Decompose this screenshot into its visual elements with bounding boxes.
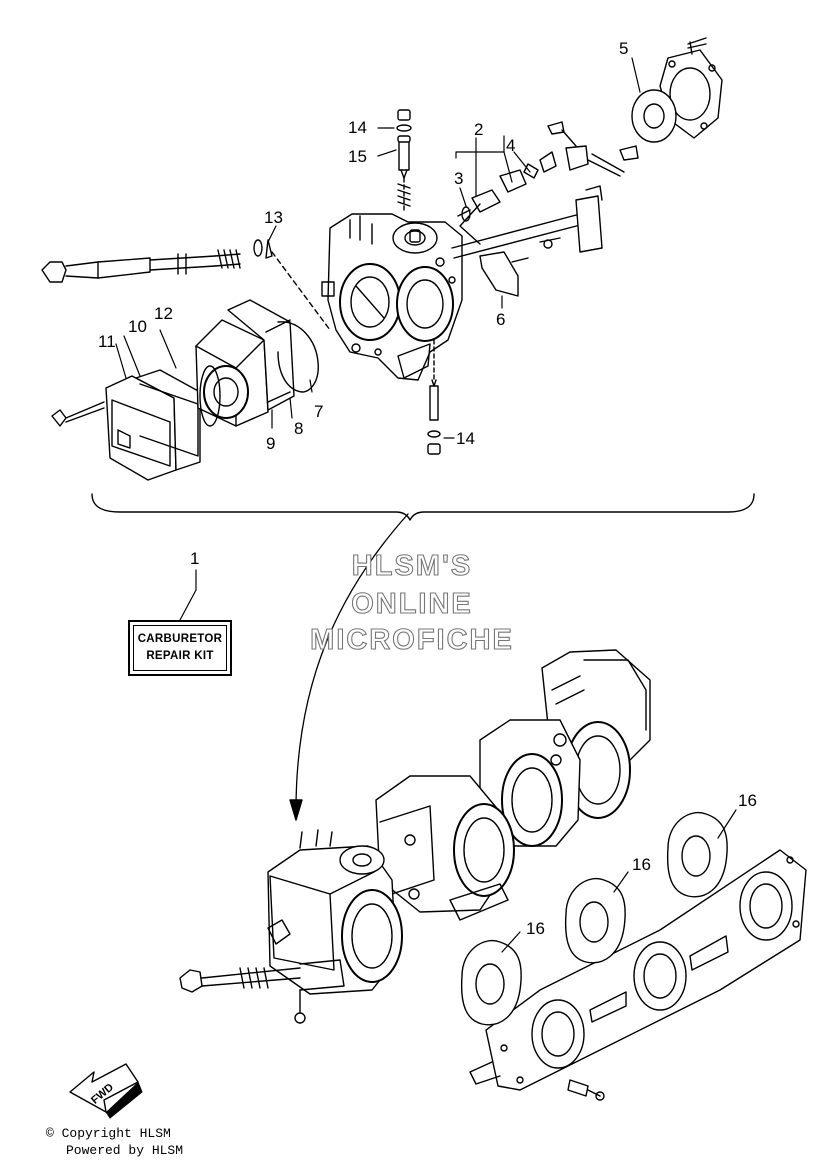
carburetor-repair-kit-label: CARBURETOR REPAIR KIT (128, 620, 232, 676)
diaphragm-cover (539, 37, 723, 177)
lower-needle-valve (427, 339, 441, 455)
watermark-line-1: HLSM'S (351, 549, 473, 582)
watermark-line-3: MICROFICHE (310, 623, 514, 656)
intake-manifold (469, 849, 807, 1101)
powered-by-text: Powered by HLSM (66, 1143, 184, 1158)
callout-6: 6 (496, 310, 506, 329)
fwd-arrow-icon (69, 1063, 143, 1119)
callout-4: 4 (506, 136, 516, 155)
group-brace (91, 493, 755, 521)
callout-16-middle: 16 (632, 855, 651, 874)
gaskets (460, 812, 728, 1026)
watermark-line-2: ONLINE (351, 587, 473, 620)
main-jet-parts (457, 163, 539, 245)
callout-16-right: 16 (738, 791, 757, 810)
callout-15: 15 (348, 147, 367, 166)
callout-7: 7 (314, 402, 324, 421)
callout-12: 12 (154, 304, 173, 323)
callout-14-bottom: 14 (456, 429, 475, 448)
fuel-pump-stack (51, 299, 319, 481)
carburetor-assembly (179, 649, 651, 1024)
callout-16-left: 16 (526, 919, 545, 938)
callout-11: 11 (98, 332, 116, 351)
callout-10: 10 (128, 317, 147, 336)
copyright-text: © Copyright HLSM (46, 1126, 171, 1141)
callout-2: 2 (474, 120, 484, 139)
callout-5: 5 (619, 39, 629, 58)
forward-direction-indicator: FWD (66, 1062, 146, 1122)
leader-lines (115, 57, 737, 953)
callout-14-top: 14 (348, 118, 367, 137)
kit-label-line-2: REPAIR KIT (146, 650, 214, 662)
callout-8: 8 (294, 419, 304, 438)
needle-valve (396, 109, 412, 213)
callout-9: 9 (266, 434, 276, 453)
kit-label-line-1: CARBURETOR (137, 633, 223, 645)
throttle-shaft (451, 185, 603, 297)
assembly-arrow (295, 513, 409, 811)
carburetor-body (321, 213, 463, 381)
throttle-stop-screw (41, 239, 331, 331)
callout-3: 3 (454, 169, 464, 188)
callout-13: 13 (264, 208, 283, 227)
callout-1: 1 (190, 549, 200, 568)
